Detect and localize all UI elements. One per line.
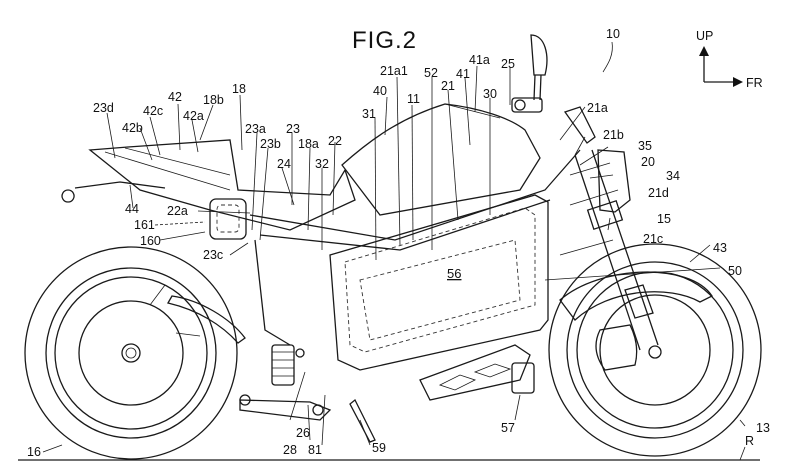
label-161: 161: [134, 218, 155, 232]
label-41: 41: [456, 67, 470, 81]
rear-wheel: [24, 246, 238, 460]
up-label: UP: [696, 29, 713, 43]
label-21a: 21a: [587, 101, 608, 115]
brake-lever: [563, 106, 596, 144]
main-frame: [249, 149, 581, 251]
battery-label: 56: [447, 266, 461, 281]
label-59: 59: [372, 441, 386, 455]
rear-sub-frame: [254, 239, 291, 346]
controller-57: [511, 362, 535, 394]
label-42c: 42c: [143, 104, 163, 118]
forward-label: FR: [746, 76, 763, 90]
label-18: 18: [232, 82, 246, 96]
label-57: 57: [501, 421, 515, 435]
label-44: 44: [125, 202, 139, 216]
label-22a: 22a: [167, 204, 188, 218]
label-52: 52: [424, 66, 438, 80]
label-42: 42: [168, 90, 182, 104]
rear-fender: [167, 295, 246, 344]
tail-cowl-lines: [104, 147, 231, 191]
figure-title: FIG.2: [352, 27, 417, 54]
label-16: 16: [27, 445, 41, 459]
label-13: 13: [756, 421, 770, 435]
label-18a: 18a: [298, 137, 319, 151]
headlight: [597, 149, 631, 213]
reference-numeral-10: 10: [606, 27, 620, 41]
label-50: 50: [728, 264, 742, 278]
label-81: 81: [308, 443, 322, 457]
label-21: 21: [441, 79, 455, 93]
front-wheel: [548, 243, 762, 457]
drive-unit-openings: [438, 363, 512, 391]
label-20: 20: [641, 155, 655, 169]
label-23c: 23c: [203, 248, 223, 262]
up-arrowhead-icon: [699, 46, 709, 56]
label-11: 11: [407, 92, 420, 106]
label-30: 30: [483, 87, 497, 101]
label-31: 31: [362, 107, 376, 121]
label-42a: 42a: [183, 109, 204, 123]
rear-suspension: [239, 344, 332, 421]
label-21d: 21d: [648, 186, 669, 200]
bracket-hidden-outline: [216, 204, 240, 233]
battery-pack: 56: [329, 194, 549, 371]
front-fork: [574, 149, 659, 351]
label-24: 24: [277, 157, 291, 171]
label-35: 35: [638, 139, 652, 153]
side-stand: [349, 398, 376, 443]
mirror: [530, 34, 548, 76]
label-34: 34: [666, 169, 680, 183]
number-plate-bracket: [209, 198, 247, 240]
leader-lines: [42, 65, 746, 461]
tail-light: [61, 181, 166, 203]
label-23: 23: [286, 122, 300, 136]
label-43: 43: [713, 241, 727, 255]
label-23d: 23d: [93, 101, 114, 115]
handlebar-assembly: [511, 34, 596, 144]
leader-10: [602, 41, 613, 73]
label-21b: 21b: [603, 128, 624, 142]
front-fender: [559, 271, 713, 321]
label-25: 25: [501, 57, 515, 71]
reference-labels: 23d 42c 42 18b 18 42b 42a 23a 23b 23 18a…: [27, 53, 770, 459]
label-21a1: 21a1: [380, 64, 408, 78]
label-22: 22: [328, 134, 342, 148]
label-21c: 21c: [643, 232, 663, 246]
label-40: 40: [373, 84, 387, 98]
label-28: 28: [283, 443, 297, 457]
label-41a: 41a: [469, 53, 490, 67]
forward-arrowhead-icon: [733, 77, 743, 87]
seat-and-tail: [88, 139, 356, 231]
tank-cover-strip: [444, 103, 501, 119]
brake-caliper: [595, 324, 638, 371]
label-18b: 18b: [203, 93, 224, 107]
drive-unit: [419, 344, 531, 401]
label-23a: 23a: [245, 122, 266, 136]
label-26: 26: [296, 426, 310, 440]
direction-indicator: UP FR: [696, 29, 763, 90]
label-R: R: [745, 434, 754, 448]
label-42b: 42b: [122, 121, 143, 135]
label-15: 15: [657, 212, 671, 226]
label-32: 32: [315, 157, 329, 171]
label-160: 160: [140, 234, 161, 248]
label-23b: 23b: [260, 137, 281, 151]
